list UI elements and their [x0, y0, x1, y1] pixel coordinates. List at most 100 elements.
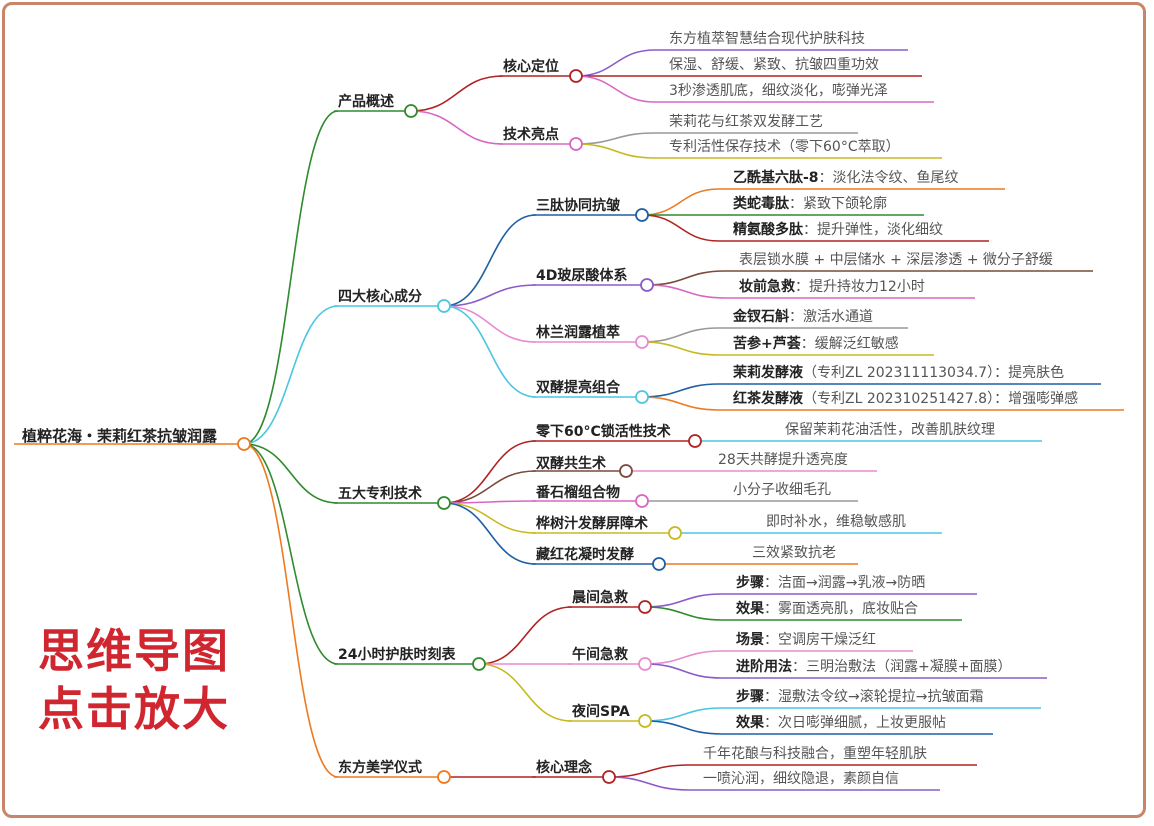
sub-branch-node-label[interactable]: 4D玻尿酸体系	[536, 268, 628, 284]
sub-branch-node-dot[interactable]	[640, 278, 654, 292]
root-node-dot[interactable]	[237, 437, 251, 451]
sub-branch-node-dot[interactable]	[652, 557, 666, 571]
leaf-key-text: 进阶用法	[736, 659, 792, 675]
leaf-value-text: 专利活性保存技术（零下60°C萃取）	[669, 139, 900, 155]
sub-branch-node-label[interactable]: 零下60°C锁活性技术	[536, 424, 671, 440]
branch-node-dot[interactable]	[437, 299, 451, 313]
sub-branch-node-dot[interactable]	[638, 600, 652, 614]
sub-branch-node-label[interactable]: 夜间SPA	[572, 704, 630, 720]
leaf-node-label: 3秒渗透肌底，细纹淡化，嘭弹光泽	[669, 82, 888, 100]
sub-branch-node-dot[interactable]	[569, 69, 583, 83]
leaf-connector	[644, 593, 723, 608]
leaf-value-text: 保湿、舒缓、紧致、抗皱四重功效	[669, 57, 879, 73]
leaf-value-text: 小分子收细毛孔	[733, 482, 831, 498]
sub-branch-node-label[interactable]: 林兰润露植萃	[536, 325, 620, 341]
leaf-connector	[641, 327, 720, 343]
branch-connector	[243, 443, 339, 504]
sub-branch-node-dot[interactable]	[635, 390, 649, 404]
leaf-value-text: 东方植萃智慧结合现代护肤科技	[669, 31, 865, 47]
sub-branch-connector	[410, 75, 504, 112]
leaf-connector	[644, 650, 723, 665]
leaf-node-label: 金钗石斛：激活水通道	[733, 308, 873, 326]
sub-branch-node-label[interactable]: 三肽协同抗皱	[536, 198, 620, 214]
sub-branch-node-dot[interactable]	[668, 526, 682, 540]
leaf-node-label: 一喷沁润，细纹隐退，素颜自信	[703, 770, 899, 788]
sub-branch-node-dot[interactable]	[619, 464, 633, 478]
branch-node-dot[interactable]	[404, 104, 418, 118]
leaf-connector	[644, 606, 723, 621]
sub-branch-node-label[interactable]: 核心理念	[536, 760, 592, 776]
branch-node-label[interactable]: 五大专利技术	[338, 486, 422, 502]
sub-branch-node-dot[interactable]	[688, 434, 702, 448]
sub-branch-node-dot[interactable]	[569, 137, 583, 151]
branch-node-label[interactable]: 产品概述	[338, 94, 394, 110]
sub-branch-node-label[interactable]: 藏红花凝时发酵	[536, 547, 634, 563]
leaf-value-text: ：次日嘭弹细腻，上妆更服帖	[764, 715, 946, 731]
leaf-node-label: 东方植萃智慧结合现代护肤科技	[669, 30, 865, 48]
leaf-node-label: 效果：雾面透亮肌，底妆贴合	[736, 600, 918, 618]
sub-branch-node-label[interactable]: 双酵提亮组合	[536, 380, 620, 396]
sub-branch-node-label[interactable]: 核心定位	[503, 59, 559, 75]
leaf-node-label: 红茶发酵液（专利ZL 202310251427.8）：增强嘭弹感	[733, 390, 1078, 408]
sub-branch-node-dot[interactable]	[638, 714, 652, 728]
leaf-key-text: 场景	[736, 632, 764, 648]
leaf-node-label: 场景：空调房干燥泛红	[736, 631, 876, 649]
branch-connector	[243, 443, 339, 778]
leaf-node-label: 专利活性保存技术（零下60°C萃取）	[669, 138, 900, 156]
sub-branch-node-dot[interactable]	[635, 335, 649, 349]
sub-branch-node-label[interactable]: 双酵共生术	[536, 456, 606, 472]
zoom-hint-stamp[interactable]: 思维导图 点击放大	[38, 622, 230, 738]
branch-node-label[interactable]: 东方美学仪式	[338, 760, 422, 776]
leaf-key-text: 效果	[736, 715, 764, 731]
leaf-value-text: 28天共酵提升透亮度	[718, 452, 848, 468]
leaf-value-text: ：三明治敷法（润露+凝膜+面膜）	[792, 659, 1012, 675]
branch-node-dot[interactable]	[437, 496, 451, 510]
leaf-key-text: 茉莉发酵液	[733, 365, 803, 381]
leaf-value-text: ：激活水通道	[789, 309, 873, 325]
root-node-label[interactable]: 植粹花海・茉莉红茶抗皱润露	[22, 427, 218, 445]
leaf-connector	[641, 383, 720, 398]
sub-branch-connector	[443, 502, 537, 565]
leaf-connector	[644, 663, 723, 679]
sub-branch-node-dot[interactable]	[602, 770, 616, 784]
sub-branch-node-label[interactable]: 晨间急救	[572, 590, 628, 606]
leaf-value-text: ：提升持妆力12小时	[795, 279, 925, 295]
sub-branch-connector	[443, 214, 537, 307]
branch-node-dot[interactable]	[437, 770, 451, 784]
leaf-value-text: （专利ZL 202311113034.7）：提亮肤色	[803, 365, 1065, 381]
leaf-connector	[575, 75, 656, 103]
branch-node-dot[interactable]	[472, 657, 486, 671]
leaf-node-label: 类蛇毒肽：紧致下颌轮廓	[733, 195, 887, 213]
sub-branch-node-dot[interactable]	[635, 494, 649, 508]
leaf-node-label: 茉莉花与红茶双发酵工艺	[669, 113, 823, 131]
sub-branch-node-label[interactable]: 技术亮点	[503, 127, 559, 143]
sub-branch-node-dot[interactable]	[635, 208, 649, 222]
leaf-node-label: 28天共酵提升透亮度	[718, 451, 848, 469]
sub-branch-node-label[interactable]: 番石榴组合物	[536, 485, 620, 501]
leaf-value-text: ：缓解泛红敏感	[800, 336, 899, 352]
sub-branch-connector	[443, 305, 537, 343]
leaf-value-text: 千年花酿与科技融合，重塑年轻肌肤	[703, 746, 927, 762]
sub-branch-connector	[443, 470, 537, 504]
leaf-connector	[641, 396, 720, 411]
leaf-node-label: 保湿、舒缓、紧致、抗皱四重功效	[669, 56, 879, 74]
leaf-node-label: 保留茉莉花油活性，改善肌肤纹理	[785, 421, 995, 439]
branch-node-label[interactable]: 四大核心成分	[338, 289, 422, 305]
sub-branch-node-dot[interactable]	[638, 657, 652, 671]
leaf-value-text: ：淡化法令纹、鱼尾纹	[818, 170, 959, 186]
sub-branch-node-label[interactable]: 午间急救	[572, 647, 628, 663]
branch-node-label[interactable]: 24小时护肤时刻表	[338, 647, 456, 663]
leaf-node-label: 小分子收细毛孔	[733, 481, 831, 499]
leaf-value-text: ：提升弹性，淡化细纹	[803, 222, 943, 238]
sub-branch-connector	[443, 305, 537, 398]
leaf-value-text: ：紧致下颌轮廓	[789, 196, 887, 212]
leaf-node-label: 妆前急救：提升持妆力12小时	[739, 278, 925, 296]
sub-branch-node-label[interactable]: 桦树汁发酵屏障术	[536, 516, 648, 532]
leaf-value-text: 保留茉莉花油活性，改善肌肤纹理	[785, 422, 995, 438]
leaf-connector	[575, 132, 656, 145]
leaf-value-text: ：洁面→润露→乳液→防晒	[764, 575, 926, 591]
leaf-key-text: 类蛇毒肽	[733, 196, 789, 212]
leaf-key-text: 金钗石斛	[733, 309, 789, 325]
